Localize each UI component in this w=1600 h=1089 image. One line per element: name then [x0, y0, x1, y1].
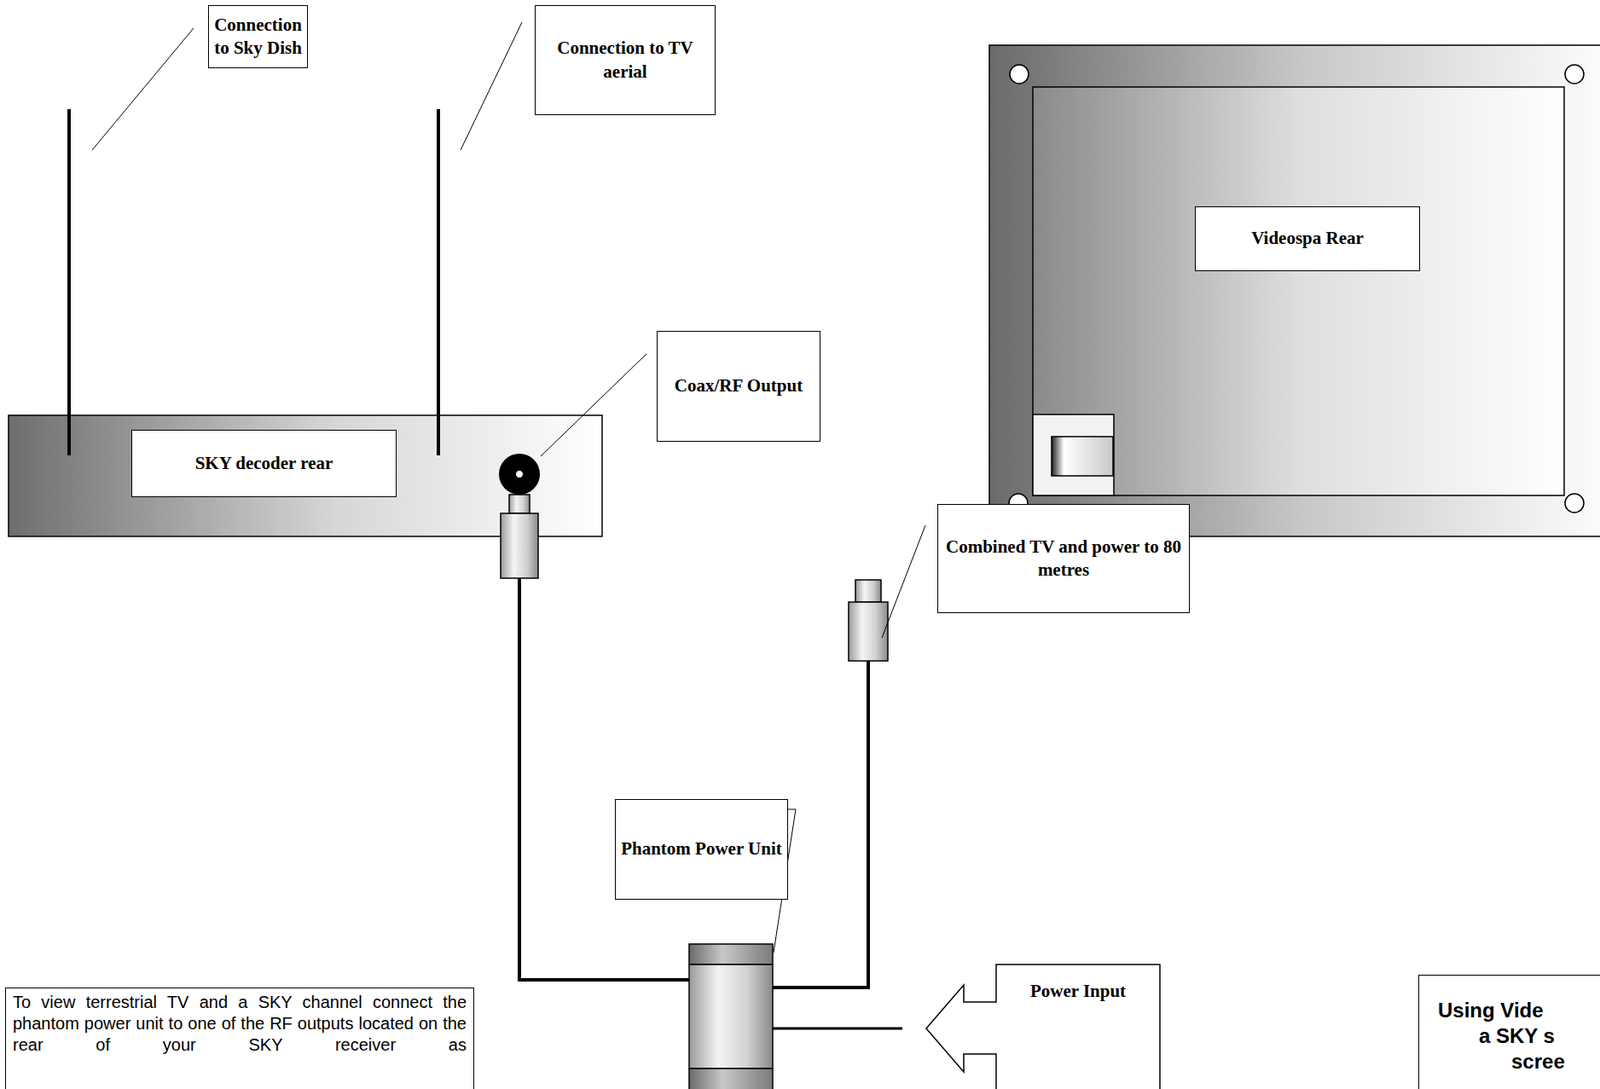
label-text: Connection to TV aerial [535, 36, 715, 84]
label-text: Power Input [1030, 979, 1126, 1003]
leader-line [460, 22, 522, 151]
panel-label: Videospa Rear [1194, 206, 1421, 272]
rf-socket [498, 453, 540, 495]
label-text: Coax/RF Output [674, 374, 803, 398]
phantom-unit-body [689, 964, 773, 1069]
aerial-cable [436, 109, 441, 456]
power-cable [772, 1027, 903, 1031]
label-text: Using Vide [1437, 997, 1544, 1024]
videospa-panel [989, 45, 1600, 537]
screw-hole [1565, 493, 1584, 513]
rf-cable [519, 578, 690, 980]
callout-box: Phantom Power Unit [614, 799, 789, 900]
phantom-unit-top-cap [689, 944, 773, 965]
leader-line [881, 525, 926, 638]
label-text: To view terrestrial TV and a SKY channel… [12, 991, 467, 1056]
label-text: scree [1511, 1049, 1566, 1075]
label-text: Combined TV and power to 80 metres [938, 535, 1189, 583]
callout-box: Coax/RF Output [656, 330, 821, 442]
videospa-plug-nib [855, 579, 882, 603]
leader-line [540, 353, 647, 457]
videospa-socket [1051, 436, 1114, 476]
callout-box: Combined TV and power to 80 metres [937, 504, 1190, 614]
videospa-socket-frame [1032, 414, 1114, 496]
videospa-inner-panel [1032, 86, 1565, 496]
label-text: a SKY s [1478, 1023, 1555, 1050]
panel-label: SKY decoder rear [131, 429, 397, 498]
screw-hole [1565, 64, 1584, 84]
leader-line [92, 28, 194, 151]
label-text: SKY decoder rear [195, 452, 334, 476]
videospa-plug-body [848, 602, 888, 661]
phantom-unit-bottom-cap [689, 1068, 773, 1089]
title-box: Using Videa SKY sscree [1418, 974, 1600, 1089]
callout-box: Connection to TV aerial [534, 5, 716, 116]
callout-box: Connection to Sky Dish [208, 5, 308, 69]
label-text: Phantom Power Unit [620, 837, 783, 861]
dish-cable [67, 109, 71, 456]
coax-plug-body [500, 513, 539, 579]
note-box: To view terrestrial TV and a SKY channel… [5, 987, 475, 1089]
power-arrow-callout [926, 964, 1160, 1089]
label-text: Videospa Rear [1251, 226, 1364, 250]
label-text: Connection to Sky Dish [208, 13, 308, 61]
rf-socket-pin [515, 470, 524, 479]
screw-hole [1009, 64, 1029, 84]
coax-plug-nib [509, 494, 530, 514]
arrow-callout: Power Input [996, 964, 1160, 1089]
